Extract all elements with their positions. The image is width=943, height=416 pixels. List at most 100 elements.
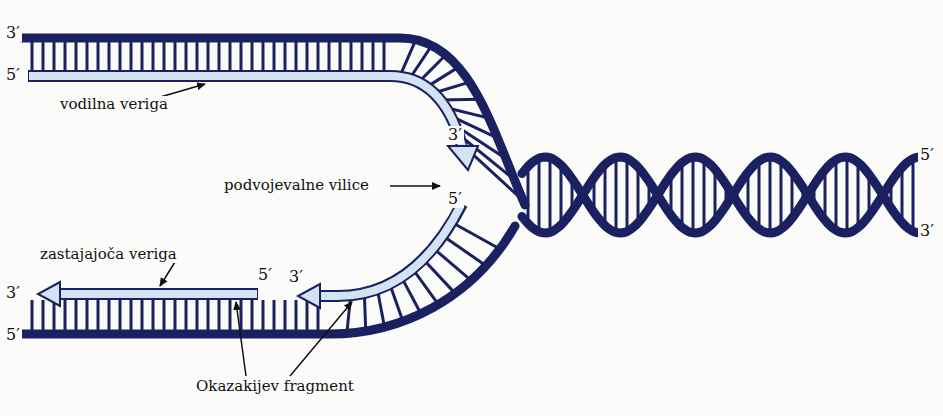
helix-strand [522,157,924,233]
lagging-strand-outline [58,288,258,300]
leading-strand-outline [28,76,462,146]
base-pair [284,40,287,72]
base-pair [130,300,133,332]
base-pair [53,40,56,72]
base-pair [218,300,221,332]
parent-strand-top [22,38,525,205]
leading-strand [29,76,462,146]
base-pair [229,300,232,332]
base-pair [31,40,34,72]
base-pair [284,300,287,332]
strand-end: 5′ [446,190,464,208]
leader-line [160,262,175,286]
base-pair [273,40,276,72]
base-pair [108,300,111,332]
base-pair [141,300,144,332]
base-pair [372,40,375,72]
base-pair [218,40,221,72]
base-pair [780,164,783,226]
leading-arrowhead [448,146,478,170]
base-pair [163,40,166,72]
base-pair [339,40,342,72]
base-pair [538,161,541,228]
base-pair [758,164,761,226]
part-label: Okazakijev fragment [194,378,356,395]
leader-line [290,302,352,376]
base-pair [64,300,67,332]
lagging-arrowhead [38,282,60,306]
base-pair [185,40,188,72]
base-pair [119,300,122,332]
helix-strand [522,157,924,233]
strand-end: 5′ [4,66,22,84]
base-pair [251,40,254,72]
strand-end: 5′ [918,146,936,164]
base-pair [196,40,199,72]
base-pair [604,167,607,222]
base-pair [549,161,552,229]
base-pair [207,300,210,332]
base-pair [141,40,144,72]
base-pair [306,300,309,332]
base-pair [108,40,111,72]
base-pair [42,300,45,332]
strand-end: 3′ [287,268,305,286]
strand-end: 5′ [4,326,22,344]
base-pair [97,40,100,72]
lagging-strand [57,290,257,298]
base-pair [692,160,695,230]
base-pair [229,40,232,72]
okazaki-outline [318,204,462,296]
base-pair [791,175,794,215]
base-pair [53,300,56,332]
base-pair [185,300,188,332]
base-pair [681,166,684,225]
base-pair [901,170,904,219]
base-pair [626,162,629,229]
base-pair [86,40,89,72]
base-pair [615,161,618,230]
base-pair [86,300,89,332]
base-pair [857,165,860,224]
base-pair [401,277,420,314]
base-pair [97,300,100,332]
base-pair [306,40,309,72]
base-pair [824,173,827,217]
base-pair [262,40,265,72]
base-pair [152,300,155,332]
base-pair [163,300,166,332]
base-pair [413,269,439,305]
base-pair [251,300,254,332]
base-pair [174,300,177,332]
base-pair [207,40,210,72]
base-pair [75,40,78,72]
double-helix [522,157,924,233]
base-pair [637,170,640,220]
part-label: zastajajoča veriga [38,246,179,263]
base-pair [361,40,364,72]
okazaki-arrowhead [298,284,320,308]
leader-line [390,185,440,187]
base-pair [174,40,177,72]
part-label: podvojevalne vilice [222,177,371,194]
base-pair [240,40,243,72]
base-pair [119,40,122,72]
base-pair [130,40,133,72]
base-pair [75,300,78,332]
leader-line [236,302,246,376]
base-pair [350,40,353,72]
base-pair [317,40,320,72]
base-pair [714,172,717,217]
base-pair [912,162,915,229]
base-pair [443,236,486,266]
base-pair [846,160,849,230]
base-pair [196,300,199,332]
base-pair [527,169,530,220]
base-pair [703,163,706,228]
base-pair [262,300,265,332]
okazaki-fragment [317,205,461,296]
part-label: vodilna veriga [58,96,170,113]
strand-end: 3′ [446,126,464,144]
